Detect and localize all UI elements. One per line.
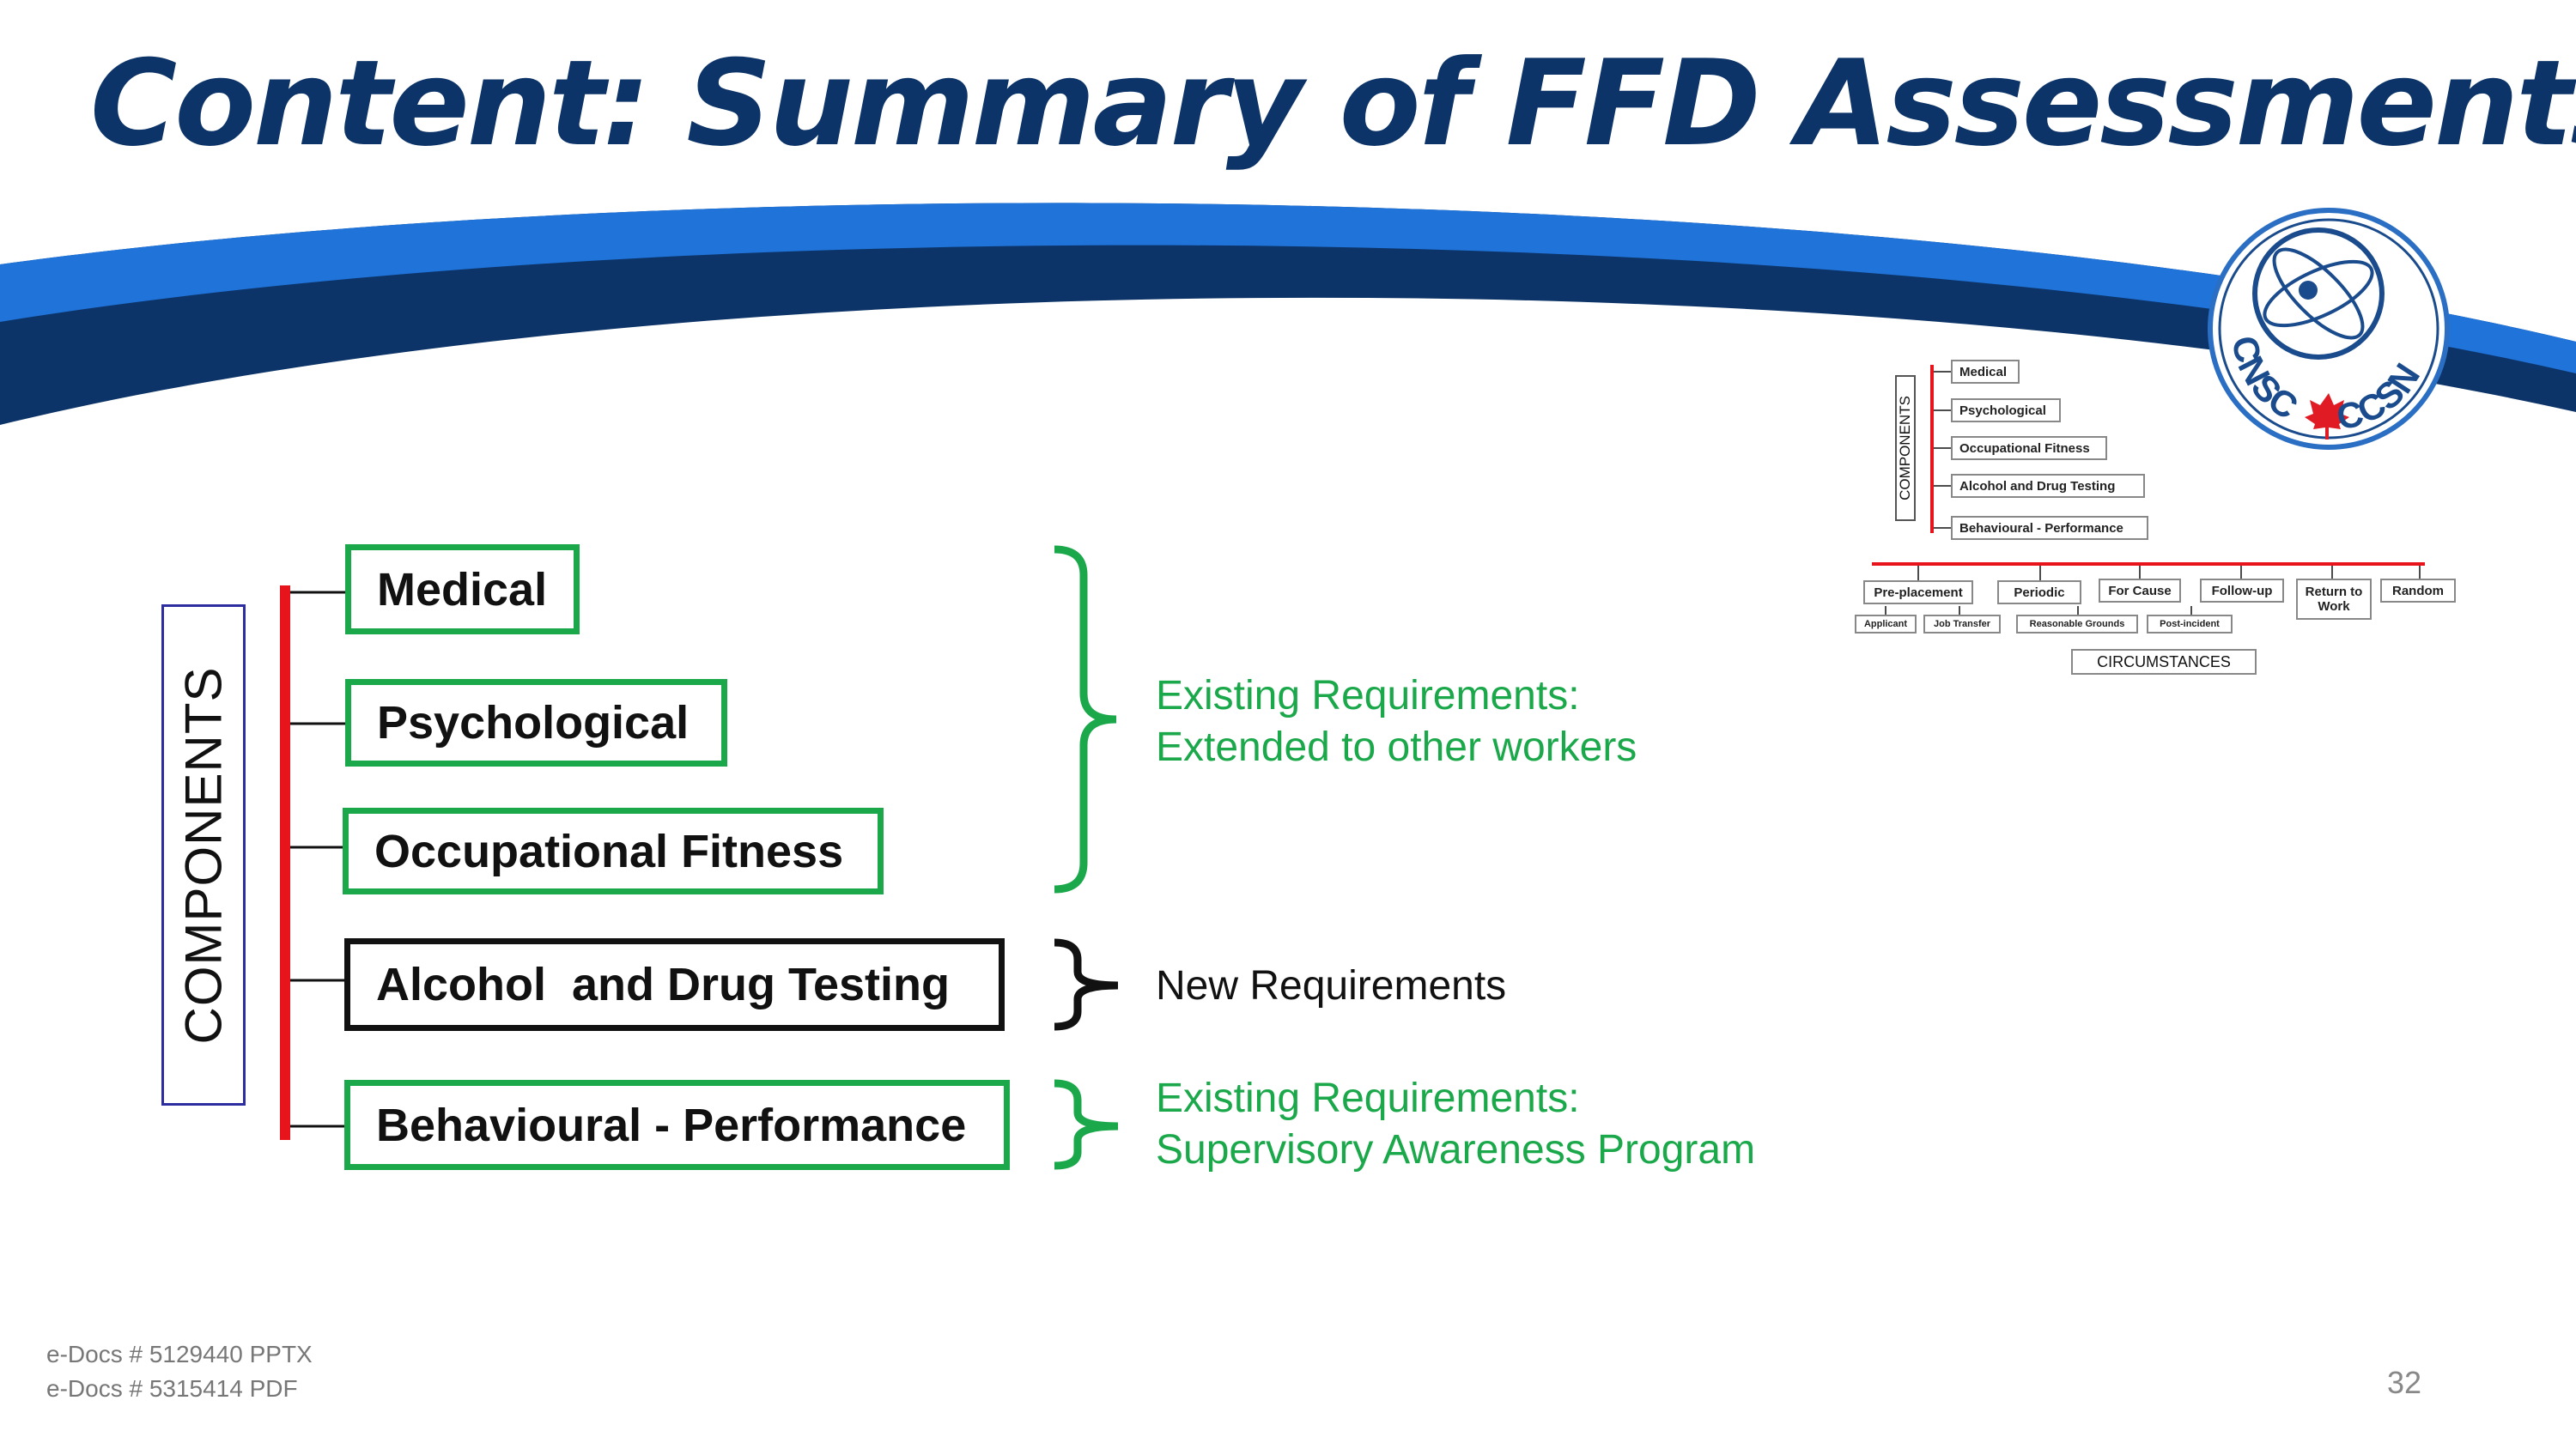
mini-component: Psychological xyxy=(1951,398,2061,422)
mini-sub-circumstance: Reasonable Grounds xyxy=(2016,615,2138,634)
components-connectors xyxy=(280,585,345,1140)
mini-sub-circumstance: Post-incident xyxy=(2147,615,2233,634)
mini-circumstance: Follow-up xyxy=(2200,579,2284,603)
mini-component: Behavioural - Performance xyxy=(1951,516,2148,540)
header-swoosh xyxy=(0,203,2576,425)
annotation-existing-extended: Existing Requirements: Extended to other… xyxy=(1156,673,1637,770)
mini-circumstance: Pre-placement xyxy=(1863,580,1973,604)
mini-diagram-connectors xyxy=(1872,365,2425,615)
mini-sub-circumstance: Job Transfer xyxy=(1923,615,2001,634)
page-number: 32 xyxy=(2386,1365,2421,1400)
mini-circumstance: For Cause xyxy=(2099,579,2181,603)
mini-circumstances-label: CIRCUMSTANCES xyxy=(2071,649,2257,675)
component-occupational-fitness: Occupational Fitness xyxy=(343,808,884,894)
mini-components-label: COMPONENTS xyxy=(1895,375,1916,521)
mini-circumstance: Periodic xyxy=(1997,580,2081,604)
mini-component: Alcohol and Drug Testing xyxy=(1951,474,2145,498)
component-alcohol-drug-testing: Alcohol and Drug Testing xyxy=(344,938,1005,1031)
component-behavioural-performance: Behavioural - Performance xyxy=(344,1080,1010,1170)
page-title: Content: Summary of FFD Assessments xyxy=(90,34,2576,173)
mini-sub-circumstance: Applicant xyxy=(1855,615,1917,634)
component-psychological: Psychological xyxy=(345,679,727,767)
annotation-new: New Requirements xyxy=(1156,963,1507,1009)
components-label: COMPONENTS xyxy=(161,604,246,1106)
cnsc-logo-icon: CNSC CCSN xyxy=(2208,208,2450,450)
mini-component: Occupational Fitness xyxy=(1951,436,2107,460)
component-medical: Medical xyxy=(345,544,580,634)
brace-existing-supervisory xyxy=(1054,1079,1119,1170)
annotation-existing-supervisory: Existing Requirements: Supervisory Aware… xyxy=(1156,1076,1756,1173)
brace-new xyxy=(1054,938,1119,1031)
mini-circumstance: Return to Work xyxy=(2296,579,2372,620)
footer-doc-ref-pdf: e-Docs # 5315414 PDF xyxy=(46,1375,298,1402)
components-spine xyxy=(280,585,290,1140)
brace-existing-extended xyxy=(1054,545,1117,894)
mini-circumstance: Random xyxy=(2380,579,2456,603)
mini-component: Medical xyxy=(1951,360,2020,384)
footer-doc-ref-pptx: e-Docs # 5129440 PPTX xyxy=(46,1341,313,1367)
